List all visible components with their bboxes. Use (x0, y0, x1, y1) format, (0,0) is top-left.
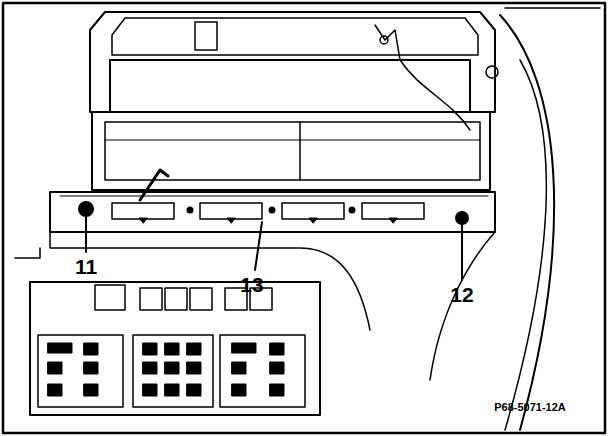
callout-number: 12 (450, 284, 473, 305)
callout-number: 13 (240, 274, 263, 295)
callout-number: 11 (75, 256, 97, 277)
figure-code: P68-5071-12A (494, 402, 566, 413)
